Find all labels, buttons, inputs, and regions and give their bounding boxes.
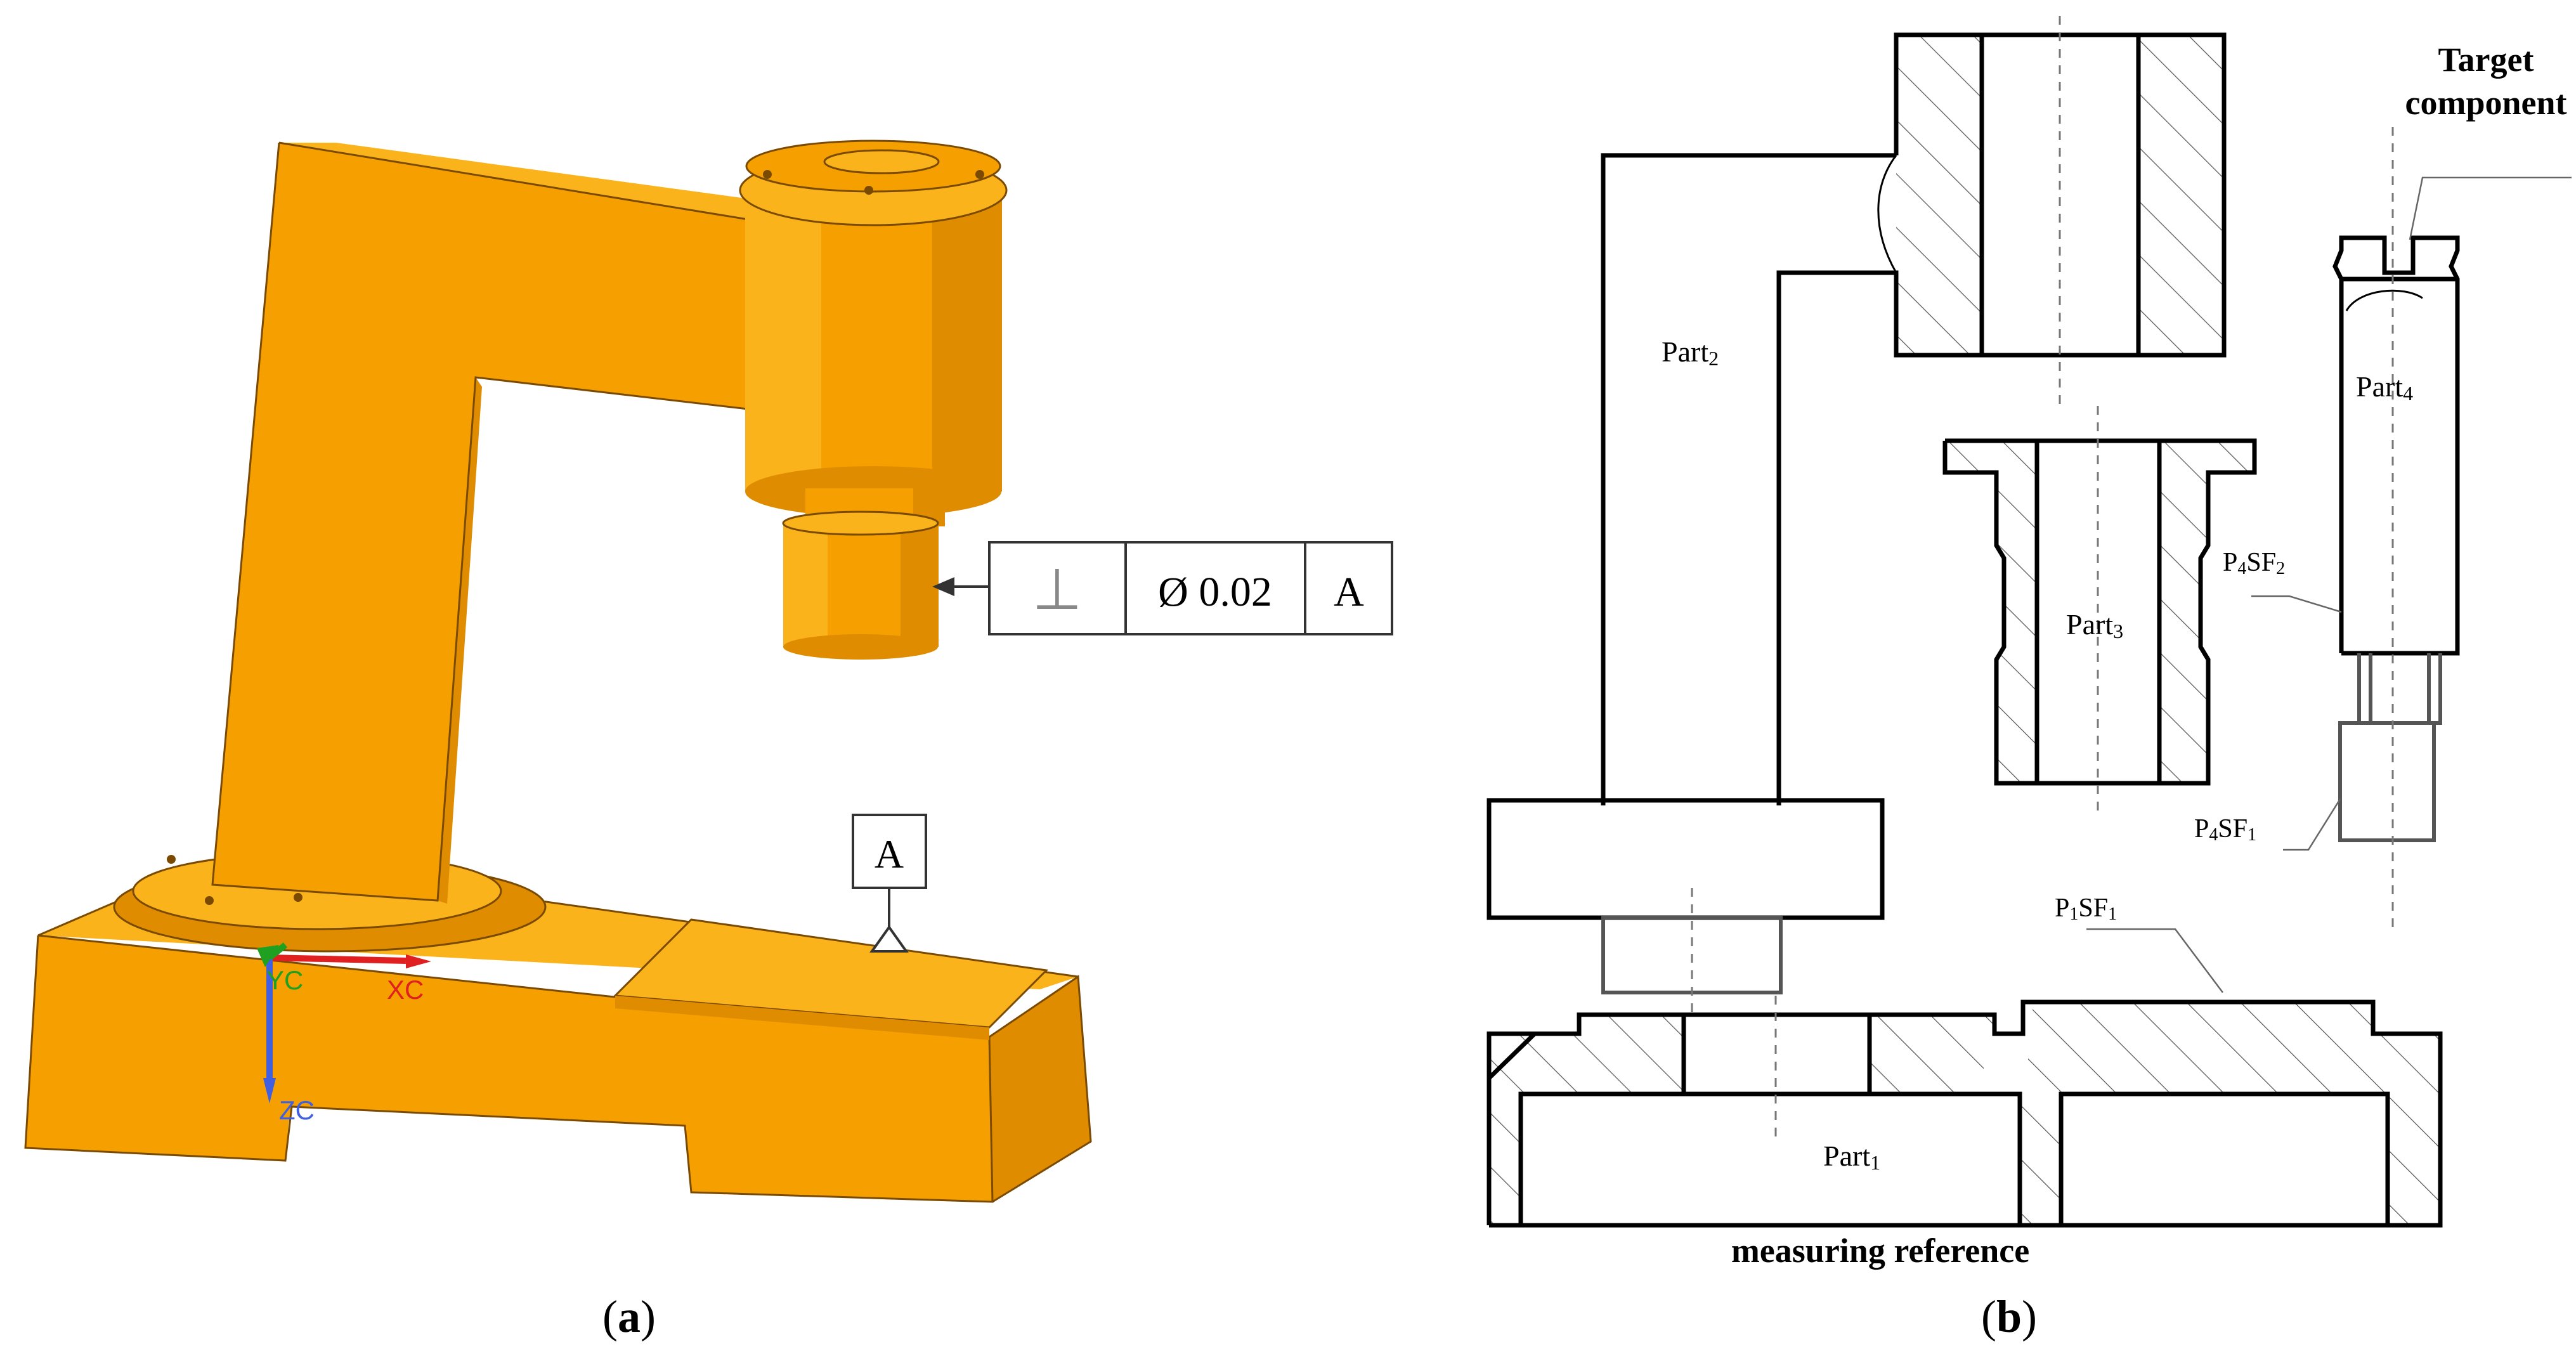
label-part4: Part4	[2356, 370, 2413, 405]
label-part2-sub: 2	[1708, 347, 1719, 370]
label-target-component-2: component	[2405, 84, 2567, 122]
datum-feature-symbol: A	[852, 814, 927, 953]
part4-target-component	[2332, 127, 2460, 932]
caption-a-close: )	[641, 1291, 656, 1342]
leader-lines	[2086, 176, 2572, 993]
perpendicularity-symbol: ⊥	[1032, 556, 1082, 623]
label-measuring-reference: measuring reference	[1731, 1232, 2029, 1270]
coordinate-axes: YC XC ZC	[257, 942, 431, 1125]
c-frame-column	[211, 141, 803, 904]
panel-b: Target component Part2 Part3 Part4 Part1…	[1486, 16, 2572, 1342]
axis-label-xc: XC	[387, 975, 424, 1005]
tolerance-value: Ø 0.02	[1158, 569, 1272, 615]
caption-a-letter: a	[618, 1291, 641, 1342]
label-part2: Part2	[1662, 335, 1719, 370]
label-p4sf1: P4SF1	[2194, 814, 2256, 845]
feature-control-frame: ⊥ Ø 0.02 A	[932, 541, 1393, 635]
caption-b-close: )	[2022, 1291, 2037, 1342]
caption-a: (a)	[602, 1291, 656, 1342]
panel-a: YC XC ZC ⊥ Ø 0.02 A A (a)	[24, 140, 1393, 1342]
label-part4-sub: 4	[2403, 382, 2413, 405]
spindle-cylinder	[739, 140, 1008, 660]
axis-label-yc: YC	[266, 965, 303, 995]
part1-base	[1486, 996, 2443, 1228]
label-p4sf2: P4SF2	[2223, 548, 2285, 578]
label-part3-sub: 3	[2113, 620, 2123, 642]
fcf-datum-reference: A	[1334, 569, 1364, 615]
caption-b-letter: b	[1996, 1291, 2022, 1342]
label-part1: Part1	[1823, 1140, 1880, 1174]
label-part1-base: Part	[1823, 1140, 1870, 1172]
caption-b-open: (	[1981, 1291, 1996, 1342]
part2-frame	[1486, 16, 2227, 1015]
datum-label: A	[875, 831, 904, 876]
part3-bushing	[1942, 406, 2257, 815]
axis-label-zc: ZC	[279, 1095, 315, 1125]
label-part2-base: Part	[1662, 335, 1708, 368]
label-part4-base: Part	[2356, 370, 2403, 403]
caption-b: (b)	[1981, 1291, 2037, 1342]
label-target-component-1: Target	[2438, 41, 2534, 79]
label-p1sf1: P1SF1	[2055, 894, 2117, 924]
label-part3: Part3	[2066, 608, 2123, 642]
label-part3-base: Part	[2066, 608, 2113, 641]
label-part1-sub: 1	[1870, 1151, 1880, 1174]
caption-a-open: (	[602, 1291, 618, 1342]
